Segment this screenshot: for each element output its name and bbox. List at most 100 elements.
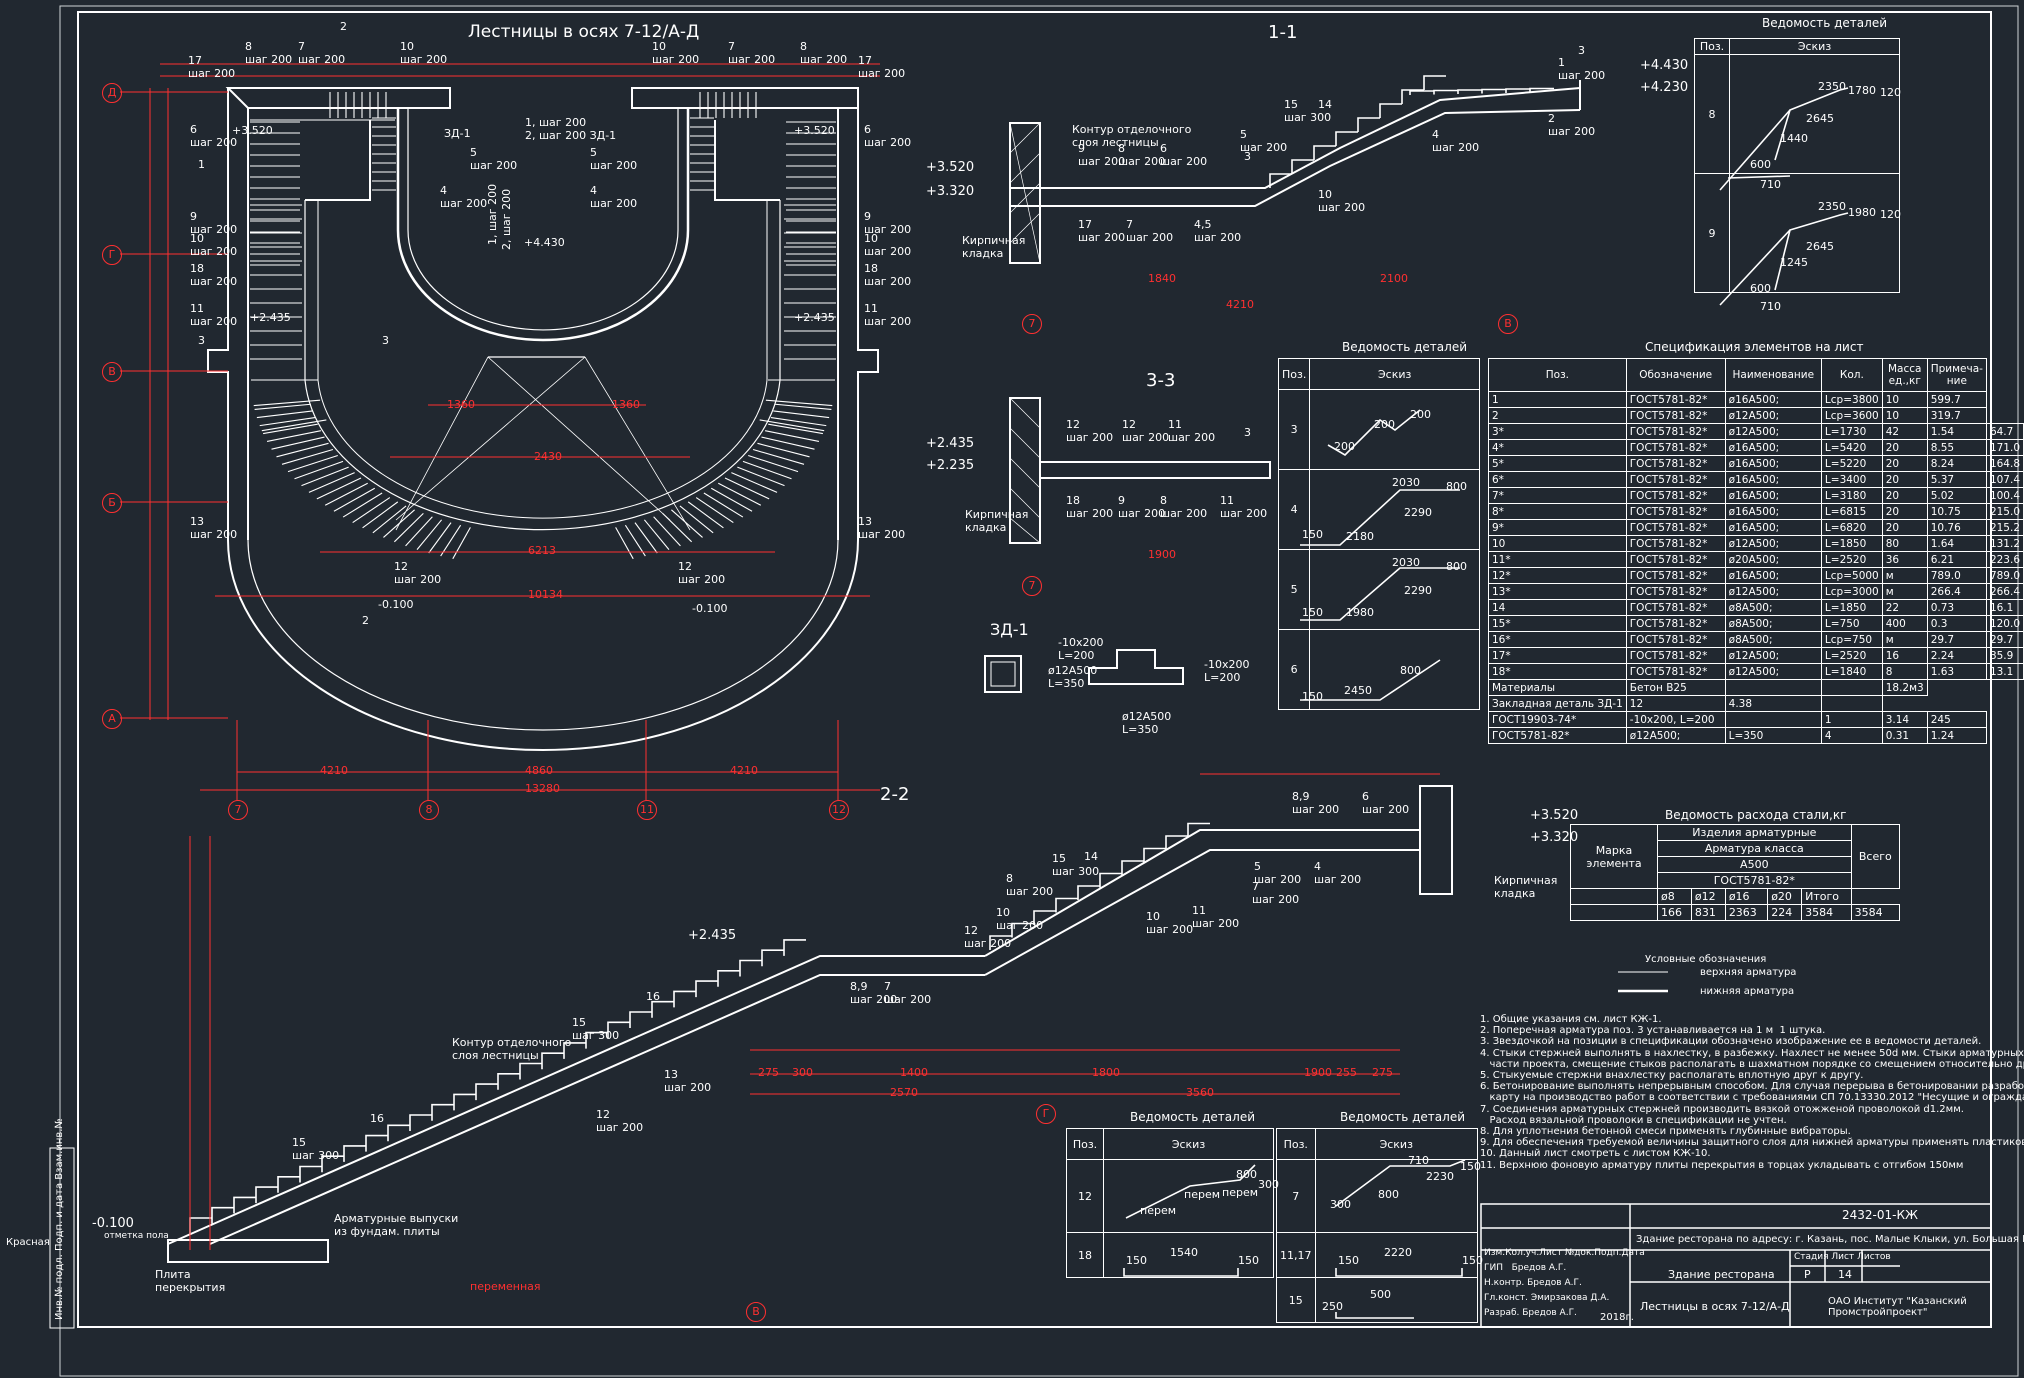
detail-dim: 500 [1370, 1288, 1391, 1301]
plan-dim-text: 1360 [447, 398, 475, 411]
spec-cell: ø12А500; [1724, 583, 1822, 600]
legend-bottom: нижняя арматура [1700, 986, 1795, 997]
spec-cell [1820, 695, 1883, 712]
spec-cell: ø12А500; [1724, 407, 1822, 424]
tread [662, 513, 693, 543]
steel-diam-cell: ø8 [1657, 888, 1692, 905]
steel-table: Марка элемента Изделия арматурные Всего … [1570, 824, 1901, 921]
detail-dim: 1245 [1780, 256, 1808, 269]
section-1-1-dim: 1840 [1148, 272, 1176, 285]
spec-head-cell: Поз. [1488, 358, 1627, 392]
section-3-3-label: 11 шаг 200 [1168, 418, 1216, 444]
plan-label: 11 шаг 200 [864, 302, 912, 328]
step [1033, 910, 1056, 925]
plan-dim-text: 1360 [612, 398, 640, 411]
section-2-2-label: 8,9 шаг 200 [1292, 790, 1340, 816]
spec-cell: ø16А500; [1724, 455, 1822, 472]
section-1-1-contour: Контур отделочного слоя лестницы [1072, 123, 1192, 149]
plan-dimensions [120, 63, 880, 800]
section-1-1-label: 3 [1578, 44, 1585, 57]
spec-cell: ø16А500; [1724, 519, 1822, 536]
tread [765, 399, 833, 407]
tread [624, 524, 646, 557]
section-1-1-elevation: +3.520 [926, 160, 975, 175]
spec-cell: 3.14 [1881, 711, 1928, 728]
step [1077, 885, 1100, 900]
tread [263, 423, 318, 435]
spec-cell: L=6820 [1820, 519, 1883, 536]
spec-head-cell: Масса ед.,кг [1881, 358, 1928, 392]
steel-products: Изделия арматурные [1657, 824, 1852, 841]
section-2-2-label: 14 [1084, 850, 1098, 863]
section-2-2-label: 16 [646, 990, 660, 1003]
note-line: 5. Стыкуемые стержни внахлестку располаг… [1480, 1070, 1864, 1081]
step [1313, 145, 1336, 160]
tread [748, 455, 799, 473]
plan-label: 10 шаг 200 [652, 40, 700, 66]
plan-elevation: +3.520 [232, 124, 273, 137]
plan-dim-text: 4210 [730, 764, 758, 777]
details-right-pos: 8 [1694, 54, 1730, 174]
step [1011, 922, 1034, 938]
stamp-code: 2432-01-КЖ [1842, 1208, 1918, 1222]
section-2-2-outlets: Арматурные выпуски из фундам. плиты [334, 1212, 459, 1238]
step [1423, 75, 1446, 90]
details-b2-caption: Ведомость деталей [1340, 1110, 1465, 1124]
step [629, 1011, 652, 1028]
detail-dim: 200 [1334, 440, 1355, 453]
spec-cell: 16* [1488, 631, 1627, 648]
spec-cell: 35.9 [1985, 647, 2024, 664]
plan-label: 7 шаг 200 [298, 40, 346, 66]
section-2-2-label: 5 шаг 200 [1254, 860, 1302, 886]
spec-cell: 5.02 [1926, 487, 1987, 504]
steel-mark: Марка элемента [1570, 824, 1658, 889]
section-1-1-label: 17 шаг 200 [1078, 218, 1126, 244]
details-mid-head-pos: Поз. [1277, 358, 1311, 390]
spec-cell: 599.7 [1926, 391, 1987, 408]
step [409, 1114, 432, 1131]
tread [324, 482, 368, 506]
tread [710, 487, 753, 512]
spec-cell: 789.0 [1985, 567, 2024, 584]
step [989, 935, 1012, 950]
tread [679, 505, 714, 534]
spec-cell: Закладная деталь ЗД-1 [1488, 695, 1627, 712]
section-2-2-label: 8 шаг 200 [1006, 872, 1054, 898]
note-line: Расход вязальной проволоки в спецификаци… [1480, 1114, 1787, 1126]
spec-cell: Материалы [1488, 679, 1627, 696]
spec-cell: ø20А500; [1724, 551, 1822, 568]
steel-diam-cell: Итого [1801, 888, 1852, 905]
tread [643, 519, 670, 550]
detail-dim: 1980 [1346, 606, 1374, 619]
tread [724, 477, 770, 500]
spec-cell: 400 [1881, 615, 1928, 632]
section-2-2-label: 10 шаг 200 [1146, 910, 1194, 936]
section-2-2-dim: 1800 [1092, 1066, 1120, 1079]
tread [256, 410, 313, 419]
spec-cell: 1.24 [1926, 727, 1987, 744]
section-1-1-elevation: +4.230 [1640, 80, 1689, 95]
spec-cell: L=2520 [1820, 551, 1883, 568]
stamp-building: Здание ресторана [1668, 1268, 1775, 1281]
section-2-2-elevation: +3.320 [1530, 830, 1579, 845]
detail-dim: 150 [1302, 528, 1323, 541]
details-right-head-pos: Поз. [1694, 38, 1730, 55]
detail-dim: 1980 [1848, 206, 1876, 219]
plan-center-label: 1, шаг 200 [525, 116, 587, 129]
axis-col-11: 11 [637, 800, 657, 820]
section-2-2-label: 7 шаг 200 [1252, 880, 1300, 906]
spec-cell: 20 [1881, 455, 1928, 472]
spec-cell: 18* [1488, 663, 1627, 680]
plan-label: 17 шаг 200 [188, 54, 236, 80]
spec-cell: Lср=3800 [1820, 391, 1883, 408]
plan-dim-text: 4210 [320, 764, 348, 777]
section-1-1-label: 10 шаг 200 [1318, 188, 1366, 214]
detail-dim: 1540 [1170, 1246, 1198, 1259]
